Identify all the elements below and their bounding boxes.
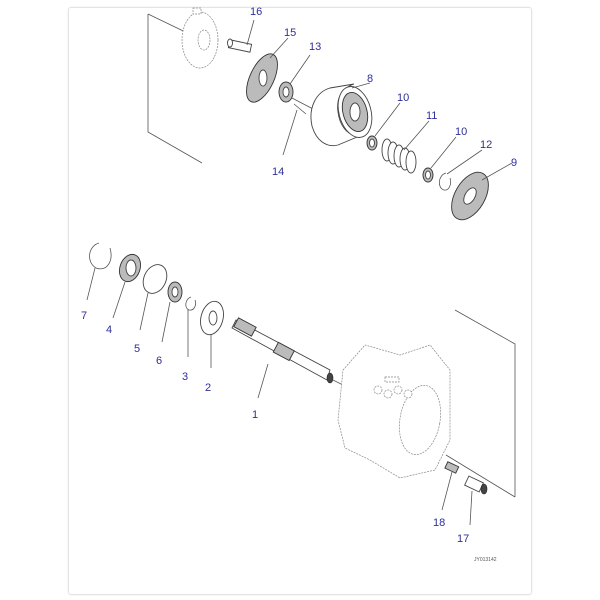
callout-labels: 1 2 3 4 5 6 7 8 9 10 10 11 12 13 14 15 1… — [81, 6, 517, 545]
part-5-o-ring — [139, 264, 168, 331]
part-9-valve-plate — [451, 162, 513, 221]
part-3-snap-ring — [185, 296, 197, 357]
part-7-snap-ring — [86, 242, 112, 301]
callout-14: 14 — [272, 166, 284, 178]
callout-3: 3 — [182, 371, 188, 383]
part-16-pin — [227, 19, 255, 53]
part-6-bearing — [161, 281, 183, 343]
callout-6: 6 — [156, 355, 162, 367]
callout-1: 1 — [252, 409, 258, 421]
diagram-frame — [68, 7, 532, 595]
part-8-cylinder-block — [310, 82, 373, 147]
part-12-snap-ring — [438, 149, 483, 191]
callout-5: 5 — [134, 343, 140, 355]
callout-10a: 10 — [397, 92, 409, 104]
callout-2: 2 — [205, 382, 211, 394]
part-15-plate — [246, 37, 289, 103]
callout-8: 8 — [367, 73, 373, 85]
part-17-plug — [464, 475, 488, 526]
part-11-spring — [381, 120, 430, 174]
figure-id: JY013142 — [474, 557, 497, 563]
reference-plane-bottom — [445, 309, 516, 498]
part-4-oil-seal — [112, 253, 141, 319]
callout-9: 9 — [511, 157, 517, 169]
callout-15: 15 — [284, 27, 296, 39]
part-1-shaft — [231, 317, 334, 399]
part-14-pin — [282, 103, 307, 156]
callout-13: 13 — [309, 41, 321, 53]
callout-11: 11 — [426, 110, 437, 122]
callout-4: 4 — [106, 324, 112, 336]
callout-16: 16 — [250, 6, 262, 18]
callout-18: 18 — [433, 517, 445, 529]
part-13-bearing — [278, 54, 311, 103]
part-10-ring-a — [366, 102, 401, 151]
callout-12: 12 — [480, 139, 492, 151]
pump-housing — [337, 344, 451, 479]
callout-10b: 10 — [455, 126, 467, 138]
part-18-plug — [441, 461, 460, 511]
cover-plate — [181, 7, 219, 69]
axis-line-upper — [291, 97, 316, 111]
part-10-ring-b — [422, 136, 457, 183]
callout-7: 7 — [81, 310, 87, 322]
part-2-bearing-race — [200, 300, 224, 368]
callout-17: 17 — [457, 533, 469, 545]
